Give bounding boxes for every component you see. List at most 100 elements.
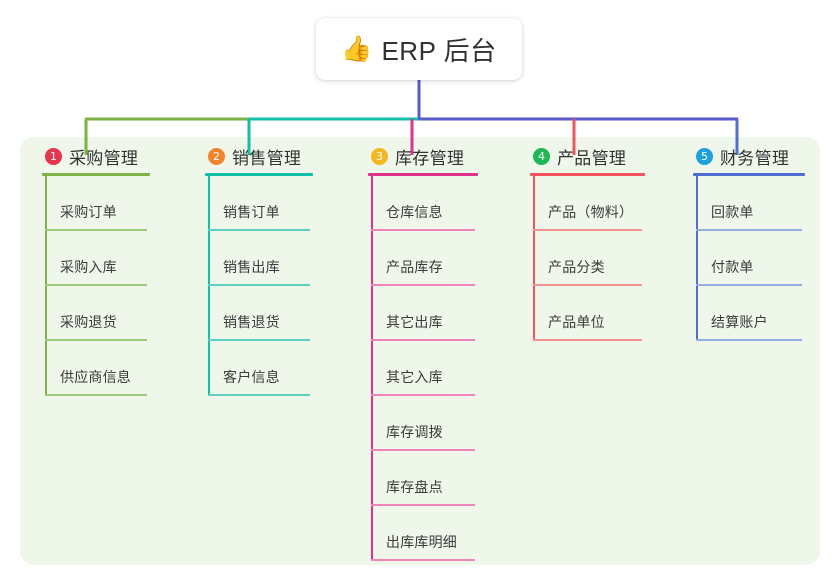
branch-number-badge: 2 — [208, 148, 225, 165]
branch-item-label: 销售退货 — [223, 314, 280, 330]
branch-item-label: 采购订单 — [60, 204, 117, 220]
branch-item-label: 出库库明细 — [386, 534, 457, 550]
branch-item[interactable]: 销售退货 — [205, 286, 313, 341]
branch-title: 财务管理 — [720, 149, 790, 168]
branch-item-label: 结算账户 — [711, 314, 768, 330]
branch-item-label: 库存调拨 — [386, 424, 443, 440]
branch-item-rule — [371, 504, 475, 506]
branch-header-rule — [368, 173, 478, 176]
branch-header-rule — [42, 173, 150, 176]
branch-item[interactable]: 出库库明细 — [368, 506, 478, 561]
branch-item-rule — [208, 284, 310, 286]
branch-item-rule — [371, 284, 475, 286]
branch-item[interactable]: 付款单 — [693, 231, 805, 286]
branch-column-5: 5 财务管理回款单付款单结算账户 — [693, 143, 805, 341]
branch-header-4[interactable]: 4 产品管理 — [530, 143, 645, 170]
branch-item-rule — [208, 229, 310, 231]
branch-item[interactable]: 产品单位 — [530, 286, 645, 341]
branch-item[interactable]: 仓库信息 — [368, 176, 478, 231]
branch-item-label: 库存盘点 — [386, 479, 443, 495]
branch-number-badge: 5 — [696, 148, 713, 165]
branch-item[interactable]: 产品库存 — [368, 231, 478, 286]
branch-column-2: 2 销售管理销售订单销售出库销售退货客户信息 — [205, 143, 313, 396]
branch-item[interactable]: 产品分类 — [530, 231, 645, 286]
branch-item[interactable]: 销售出库 — [205, 231, 313, 286]
branch-item-label: 产品单位 — [548, 314, 605, 330]
branch-item-rule — [208, 394, 310, 396]
branch-spine — [208, 176, 210, 396]
root-title: ERP 后台 — [381, 35, 497, 66]
branch-item-label: 仓库信息 — [386, 204, 443, 220]
branch-item-rule — [371, 449, 475, 451]
branch-item-label: 采购退货 — [60, 314, 117, 330]
branch-header-3[interactable]: 3 库存管理 — [368, 143, 478, 170]
branch-item-rule — [45, 229, 147, 231]
branch-header-5[interactable]: 5 财务管理 — [693, 143, 805, 170]
branch-item-rule — [533, 339, 642, 341]
branch-item[interactable]: 产品（物料） — [530, 176, 645, 231]
branch-item[interactable]: 采购订单 — [42, 176, 150, 231]
branch-spine — [371, 176, 373, 561]
branch-title: 销售管理 — [232, 149, 302, 168]
branch-title: 产品管理 — [557, 149, 627, 168]
branch-item[interactable]: 客户信息 — [205, 341, 313, 396]
branch-header-rule — [205, 173, 313, 176]
branch-number-badge: 1 — [45, 148, 62, 165]
branch-item-rule — [696, 339, 802, 341]
branch-item-rule — [371, 339, 475, 341]
branch-item-label: 产品库存 — [386, 259, 443, 275]
branch-item[interactable]: 结算账户 — [693, 286, 805, 341]
branch-spine — [533, 176, 535, 341]
branch-item[interactable]: 供应商信息 — [42, 341, 150, 396]
branch-item-rule — [45, 284, 147, 286]
branch-items: 仓库信息产品库存其它出库其它入库库存调拨库存盘点出库库明细 — [368, 176, 478, 561]
branch-header-1[interactable]: 1 采购管理 — [42, 143, 150, 170]
branch-header-2[interactable]: 2 销售管理 — [205, 143, 313, 170]
branch-item-rule — [371, 559, 475, 561]
branch-item-rule — [533, 284, 642, 286]
branch-item-label: 其它出库 — [386, 314, 443, 330]
branch-item-label: 付款单 — [711, 259, 754, 275]
branch-item-rule — [371, 229, 475, 231]
branch-item-rule — [208, 339, 310, 341]
branch-item[interactable]: 其它入库 — [368, 341, 478, 396]
branch-item-rule — [696, 229, 802, 231]
branch-header-rule — [530, 173, 645, 176]
branch-title: 库存管理 — [395, 149, 465, 168]
branch-item[interactable]: 其它出库 — [368, 286, 478, 341]
branch-item-label: 产品（物料） — [548, 204, 634, 220]
branch-item[interactable]: 库存调拨 — [368, 396, 478, 451]
branch-item[interactable]: 回款单 — [693, 176, 805, 231]
branch-title: 采购管理 — [69, 149, 139, 168]
branch-number-badge: 4 — [533, 148, 550, 165]
thumbs-up-icon: 👍 — [341, 34, 373, 63]
branch-item-label: 销售订单 — [223, 204, 280, 220]
branch-item[interactable]: 采购入库 — [42, 231, 150, 286]
branch-header-rule — [693, 173, 805, 176]
branch-items: 回款单付款单结算账户 — [693, 176, 805, 341]
branch-column-4: 4 产品管理产品（物料） 产品分类产品单位 — [530, 143, 645, 341]
branch-item-rule — [533, 229, 642, 231]
branch-column-3: 3 库存管理仓库信息产品库存其它出库其它入库库存调拨库存盘点出库库明细 — [368, 143, 478, 561]
branch-column-1: 1 采购管理采购订单采购入库采购退货供应商信息 — [42, 143, 150, 396]
branch-item-label: 供应商信息 — [60, 369, 131, 385]
root-node[interactable]: 👍 ERP 后台 — [316, 18, 522, 80]
branch-spine — [696, 176, 698, 341]
branch-item-rule — [45, 339, 147, 341]
branch-item-rule — [371, 394, 475, 396]
branch-spine — [45, 176, 47, 396]
branch-items: 销售订单销售出库销售退货客户信息 — [205, 176, 313, 396]
branch-item-rule — [45, 394, 147, 396]
branch-item[interactable]: 库存盘点 — [368, 451, 478, 506]
branch-items: 采购订单采购入库采购退货供应商信息 — [42, 176, 150, 396]
branch-item-label: 其它入库 — [386, 369, 443, 385]
branch-item-label: 回款单 — [711, 204, 754, 220]
branch-number-badge: 3 — [371, 148, 388, 165]
branches-background-panel — [20, 137, 820, 565]
branch-items: 产品（物料） 产品分类产品单位 — [530, 176, 645, 341]
branch-item[interactable]: 采购退货 — [42, 286, 150, 341]
branch-item-label: 采购入库 — [60, 259, 117, 275]
branch-item-label: 销售出库 — [223, 259, 280, 275]
branch-item[interactable]: 销售订单 — [205, 176, 313, 231]
